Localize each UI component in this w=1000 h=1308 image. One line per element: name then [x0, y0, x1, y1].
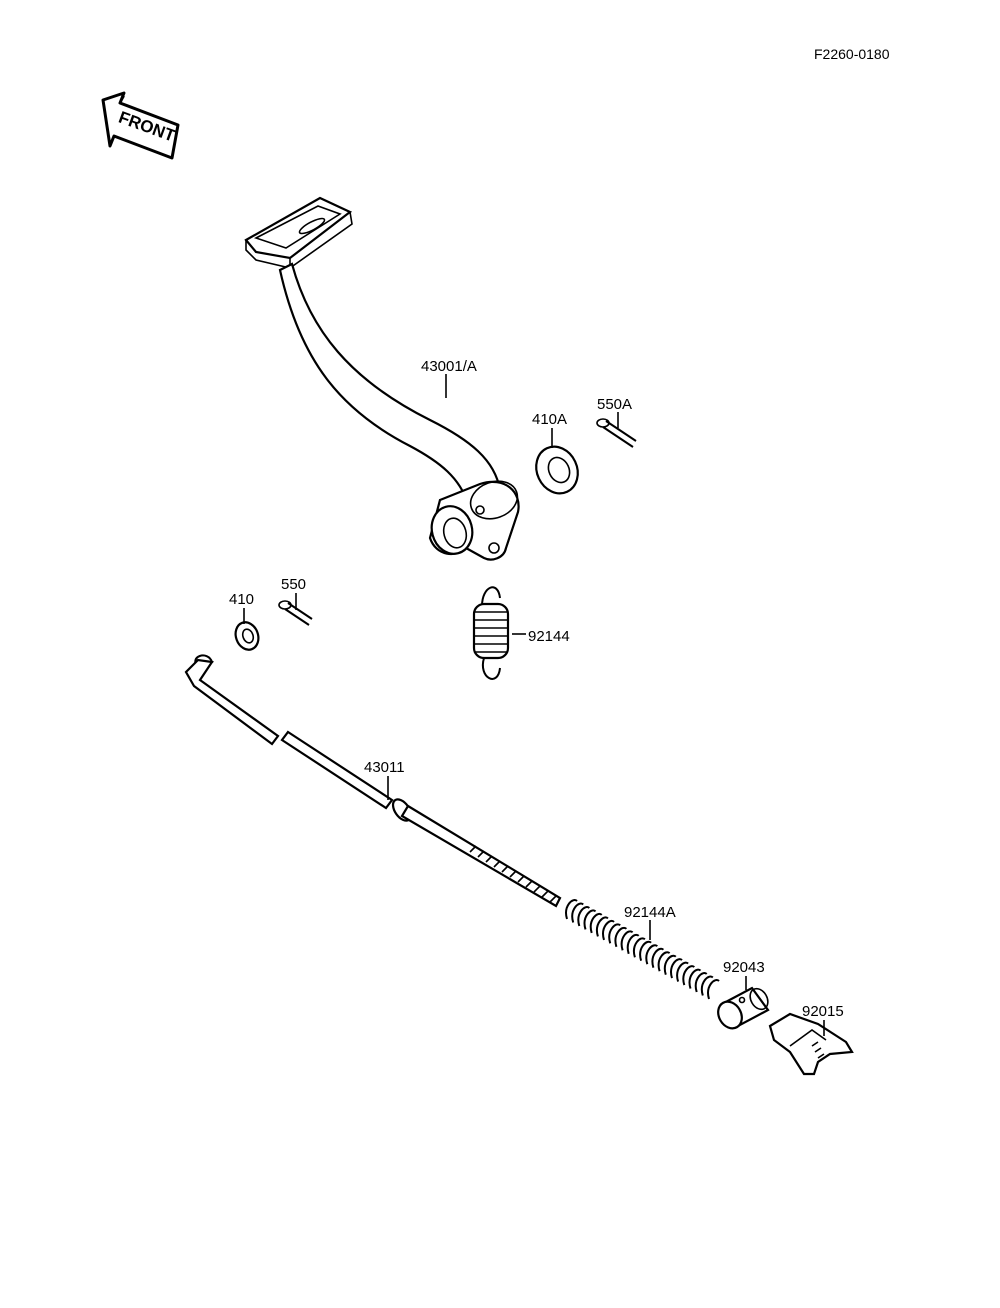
label-92043: 92043	[723, 959, 765, 976]
washer-410	[234, 621, 260, 651]
label-410a: 410A	[532, 411, 567, 428]
nut-92015	[768, 1012, 854, 1076]
return-spring-92144	[472, 586, 510, 680]
front-arrow-icon: FRONT	[101, 91, 180, 160]
label-550: 550	[281, 576, 306, 593]
brake-pedal	[244, 196, 520, 561]
cotter-pin-550	[278, 600, 313, 626]
label-43011: 43011	[364, 759, 405, 776]
label-550a: 550A	[597, 396, 632, 413]
spring-92144a	[565, 899, 720, 1000]
label-43001a: 43001/A	[421, 358, 477, 375]
label-92015: 92015	[802, 1003, 844, 1020]
part-labels: 43001/A 410A 550A 410 550 92144 43011 92…	[229, 358, 844, 1020]
brake-rod-43011	[184, 654, 562, 908]
label-410: 410	[229, 591, 254, 608]
collar-92043	[717, 986, 770, 1030]
diagram-code: F2260-0180	[814, 46, 890, 62]
label-92144a: 92144A	[624, 904, 676, 921]
label-92144: 92144	[528, 628, 570, 645]
washer-410a	[535, 445, 579, 495]
leader-lines	[243, 374, 825, 1036]
cotter-pin-550a	[596, 418, 637, 448]
